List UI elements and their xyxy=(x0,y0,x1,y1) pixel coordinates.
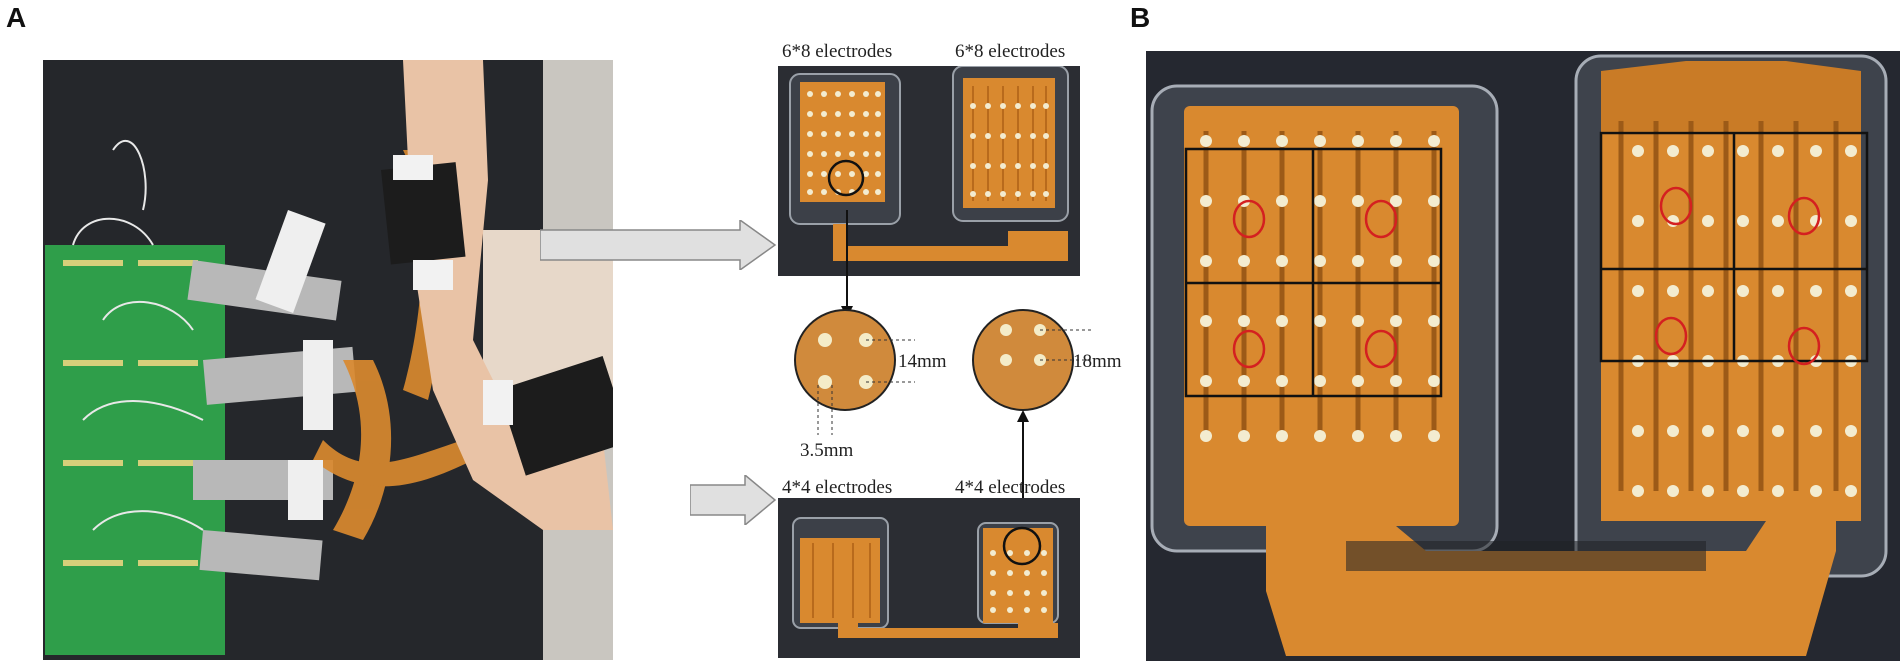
electrode-photo-4x4-drawing xyxy=(792,517,1059,638)
panel-label-a: A xyxy=(6,2,27,33)
electrode-photo-4x4 xyxy=(778,498,1080,658)
label-4x4-right: 4*4 electrodes xyxy=(955,477,1066,498)
panel-label-b: B xyxy=(1130,2,1151,33)
electrode-detail-14mm xyxy=(794,309,915,435)
label-6x8-left: 6*8 electrodes xyxy=(782,41,893,62)
electrode-photo-6x8 xyxy=(778,66,1080,276)
setup-photo xyxy=(43,60,613,660)
electrode-photo-large-drawing xyxy=(1150,54,1888,656)
label-6x8-right: 6*8 electrodes xyxy=(955,41,1066,62)
dim-label-18mm: 18mm xyxy=(1073,351,1122,372)
label-4x4-left: 4*4 electrodes xyxy=(782,477,893,498)
arrow-down-to-detail xyxy=(841,210,853,318)
arrow-to-4x4 xyxy=(690,475,777,525)
dim-label-3-5mm: 3.5mm xyxy=(800,440,854,461)
dim-label-14mm: 14mm xyxy=(898,351,947,372)
setup-photo-drawing xyxy=(45,60,613,660)
arrow-to-6x8 xyxy=(540,220,777,270)
electrode-photo-large xyxy=(1146,51,1900,661)
electrode-photo-6x8-drawing xyxy=(789,66,1069,261)
